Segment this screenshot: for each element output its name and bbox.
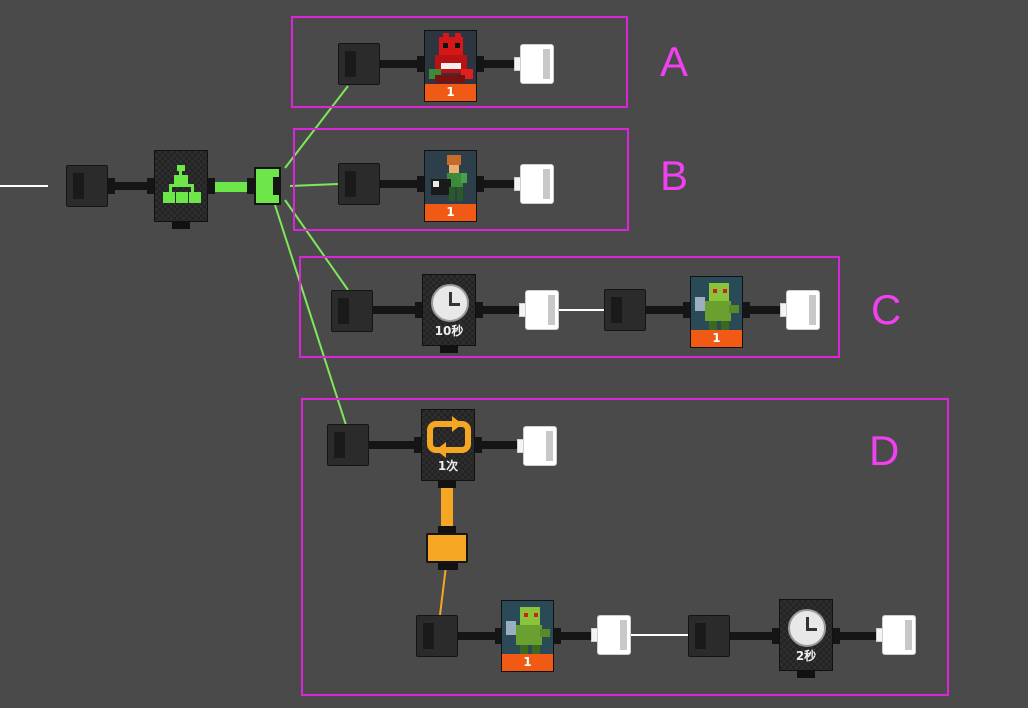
group-a-box <box>291 16 628 108</box>
green-selector-port[interactable] <box>254 167 281 205</box>
connector-nub <box>772 628 779 644</box>
a-output-port[interactable] <box>514 44 554 84</box>
connector-nub <box>415 302 422 318</box>
d-spawn-output-port[interactable] <box>591 615 631 655</box>
connector-nub <box>554 628 561 644</box>
connector <box>477 60 517 68</box>
connector <box>730 632 780 640</box>
green-connector <box>208 182 256 192</box>
connector-nub <box>476 302 483 318</box>
green-wire-to-c <box>284 199 349 291</box>
d-output-port[interactable] <box>876 615 916 655</box>
connector-nub <box>208 178 215 194</box>
c-input-port[interactable] <box>331 290 373 332</box>
connector-nub <box>477 56 484 72</box>
connector-nub <box>743 302 750 318</box>
group-d-label: D <box>869 427 900 474</box>
splitter-node[interactable] <box>154 150 208 222</box>
connector-nub <box>247 178 254 194</box>
d-zombie-node[interactable]: 1 <box>501 600 554 672</box>
connector <box>743 306 785 314</box>
connector <box>554 632 596 640</box>
group-a-label: A <box>660 38 689 85</box>
b-input-port[interactable] <box>338 163 380 205</box>
orange-wire-d <box>439 565 447 616</box>
b-output-port[interactable] <box>514 164 554 204</box>
connector <box>476 306 522 314</box>
connector-nub <box>475 437 482 453</box>
connector-nub <box>414 437 421 453</box>
clock-icon <box>788 609 826 647</box>
connector <box>373 306 423 314</box>
d-spawn-input-port[interactable] <box>416 615 458 657</box>
connector <box>475 441 521 449</box>
connector <box>380 180 424 188</box>
connector <box>833 632 879 640</box>
d-count-badge: 1 <box>502 654 553 671</box>
c-zombie-node[interactable]: 1 <box>690 276 743 348</box>
connector <box>369 441 421 449</box>
green-wire-to-b <box>289 183 339 187</box>
green-zombie-icon <box>691 277 742 332</box>
b-count-badge: 1 <box>425 204 476 221</box>
orange-connector <box>441 488 453 526</box>
d-timer-node[interactable]: 2秒 <box>779 599 833 671</box>
connector-nub <box>683 302 690 318</box>
connector <box>477 180 517 188</box>
connector-nub <box>495 628 502 644</box>
d-timer-input-port[interactable] <box>688 615 730 657</box>
c-timer-tab <box>440 346 458 353</box>
connector-nub <box>477 176 484 192</box>
green-wire-to-d <box>274 204 347 426</box>
c-count-badge: 1 <box>691 330 742 347</box>
connector-nub <box>147 178 154 194</box>
connector <box>380 60 424 68</box>
c-timer-caption: 10秒 <box>434 324 464 338</box>
clock-icon <box>431 284 469 322</box>
group-d-box <box>301 398 949 696</box>
b-soldier-node[interactable]: 1 <box>424 150 477 222</box>
connector-nub <box>417 56 424 72</box>
c-second-input-port[interactable] <box>604 289 646 331</box>
splitter-tab <box>172 222 190 229</box>
connector <box>458 632 502 640</box>
d-timer-caption: 2秒 <box>795 649 817 663</box>
d-repeat-output-port[interactable] <box>517 426 557 466</box>
source-input-port[interactable] <box>66 165 108 207</box>
connector <box>646 306 690 314</box>
group-c-label: C <box>871 286 902 333</box>
d-orange-output-port[interactable] <box>426 533 468 563</box>
red-dragon-monster-icon <box>425 31 476 86</box>
branch-tree-icon <box>163 165 201 203</box>
c-timer-node[interactable]: 10秒 <box>422 274 476 346</box>
c-timer-output-port[interactable] <box>519 290 559 330</box>
d-repeat-caption: 1次 <box>437 459 459 473</box>
d-timer-tab <box>797 671 815 678</box>
group-b-label: B <box>660 152 689 199</box>
orange-block-tab <box>438 563 458 570</box>
connector <box>108 182 154 190</box>
d-repeat-node[interactable]: 1次 <box>421 409 475 481</box>
connector-nub <box>108 178 115 194</box>
group-b-box <box>293 128 629 231</box>
green-zombie-icon <box>502 601 553 656</box>
group-c-box <box>299 256 840 358</box>
soldier-on-cannon-icon <box>425 151 476 206</box>
repeat-arrows-icon <box>427 416 471 458</box>
orange-connector-tab <box>438 526 456 533</box>
green-wire-to-a <box>284 85 349 169</box>
a-monster-node[interactable]: 1 <box>424 30 477 102</box>
connector-nub <box>833 628 840 644</box>
a-count-badge: 1 <box>425 84 476 101</box>
d-repeat-tab <box>438 481 456 488</box>
d-input-port[interactable] <box>327 424 369 466</box>
a-input-port[interactable] <box>338 43 380 85</box>
c-output-port[interactable] <box>780 290 820 330</box>
connector-nub <box>417 176 424 192</box>
